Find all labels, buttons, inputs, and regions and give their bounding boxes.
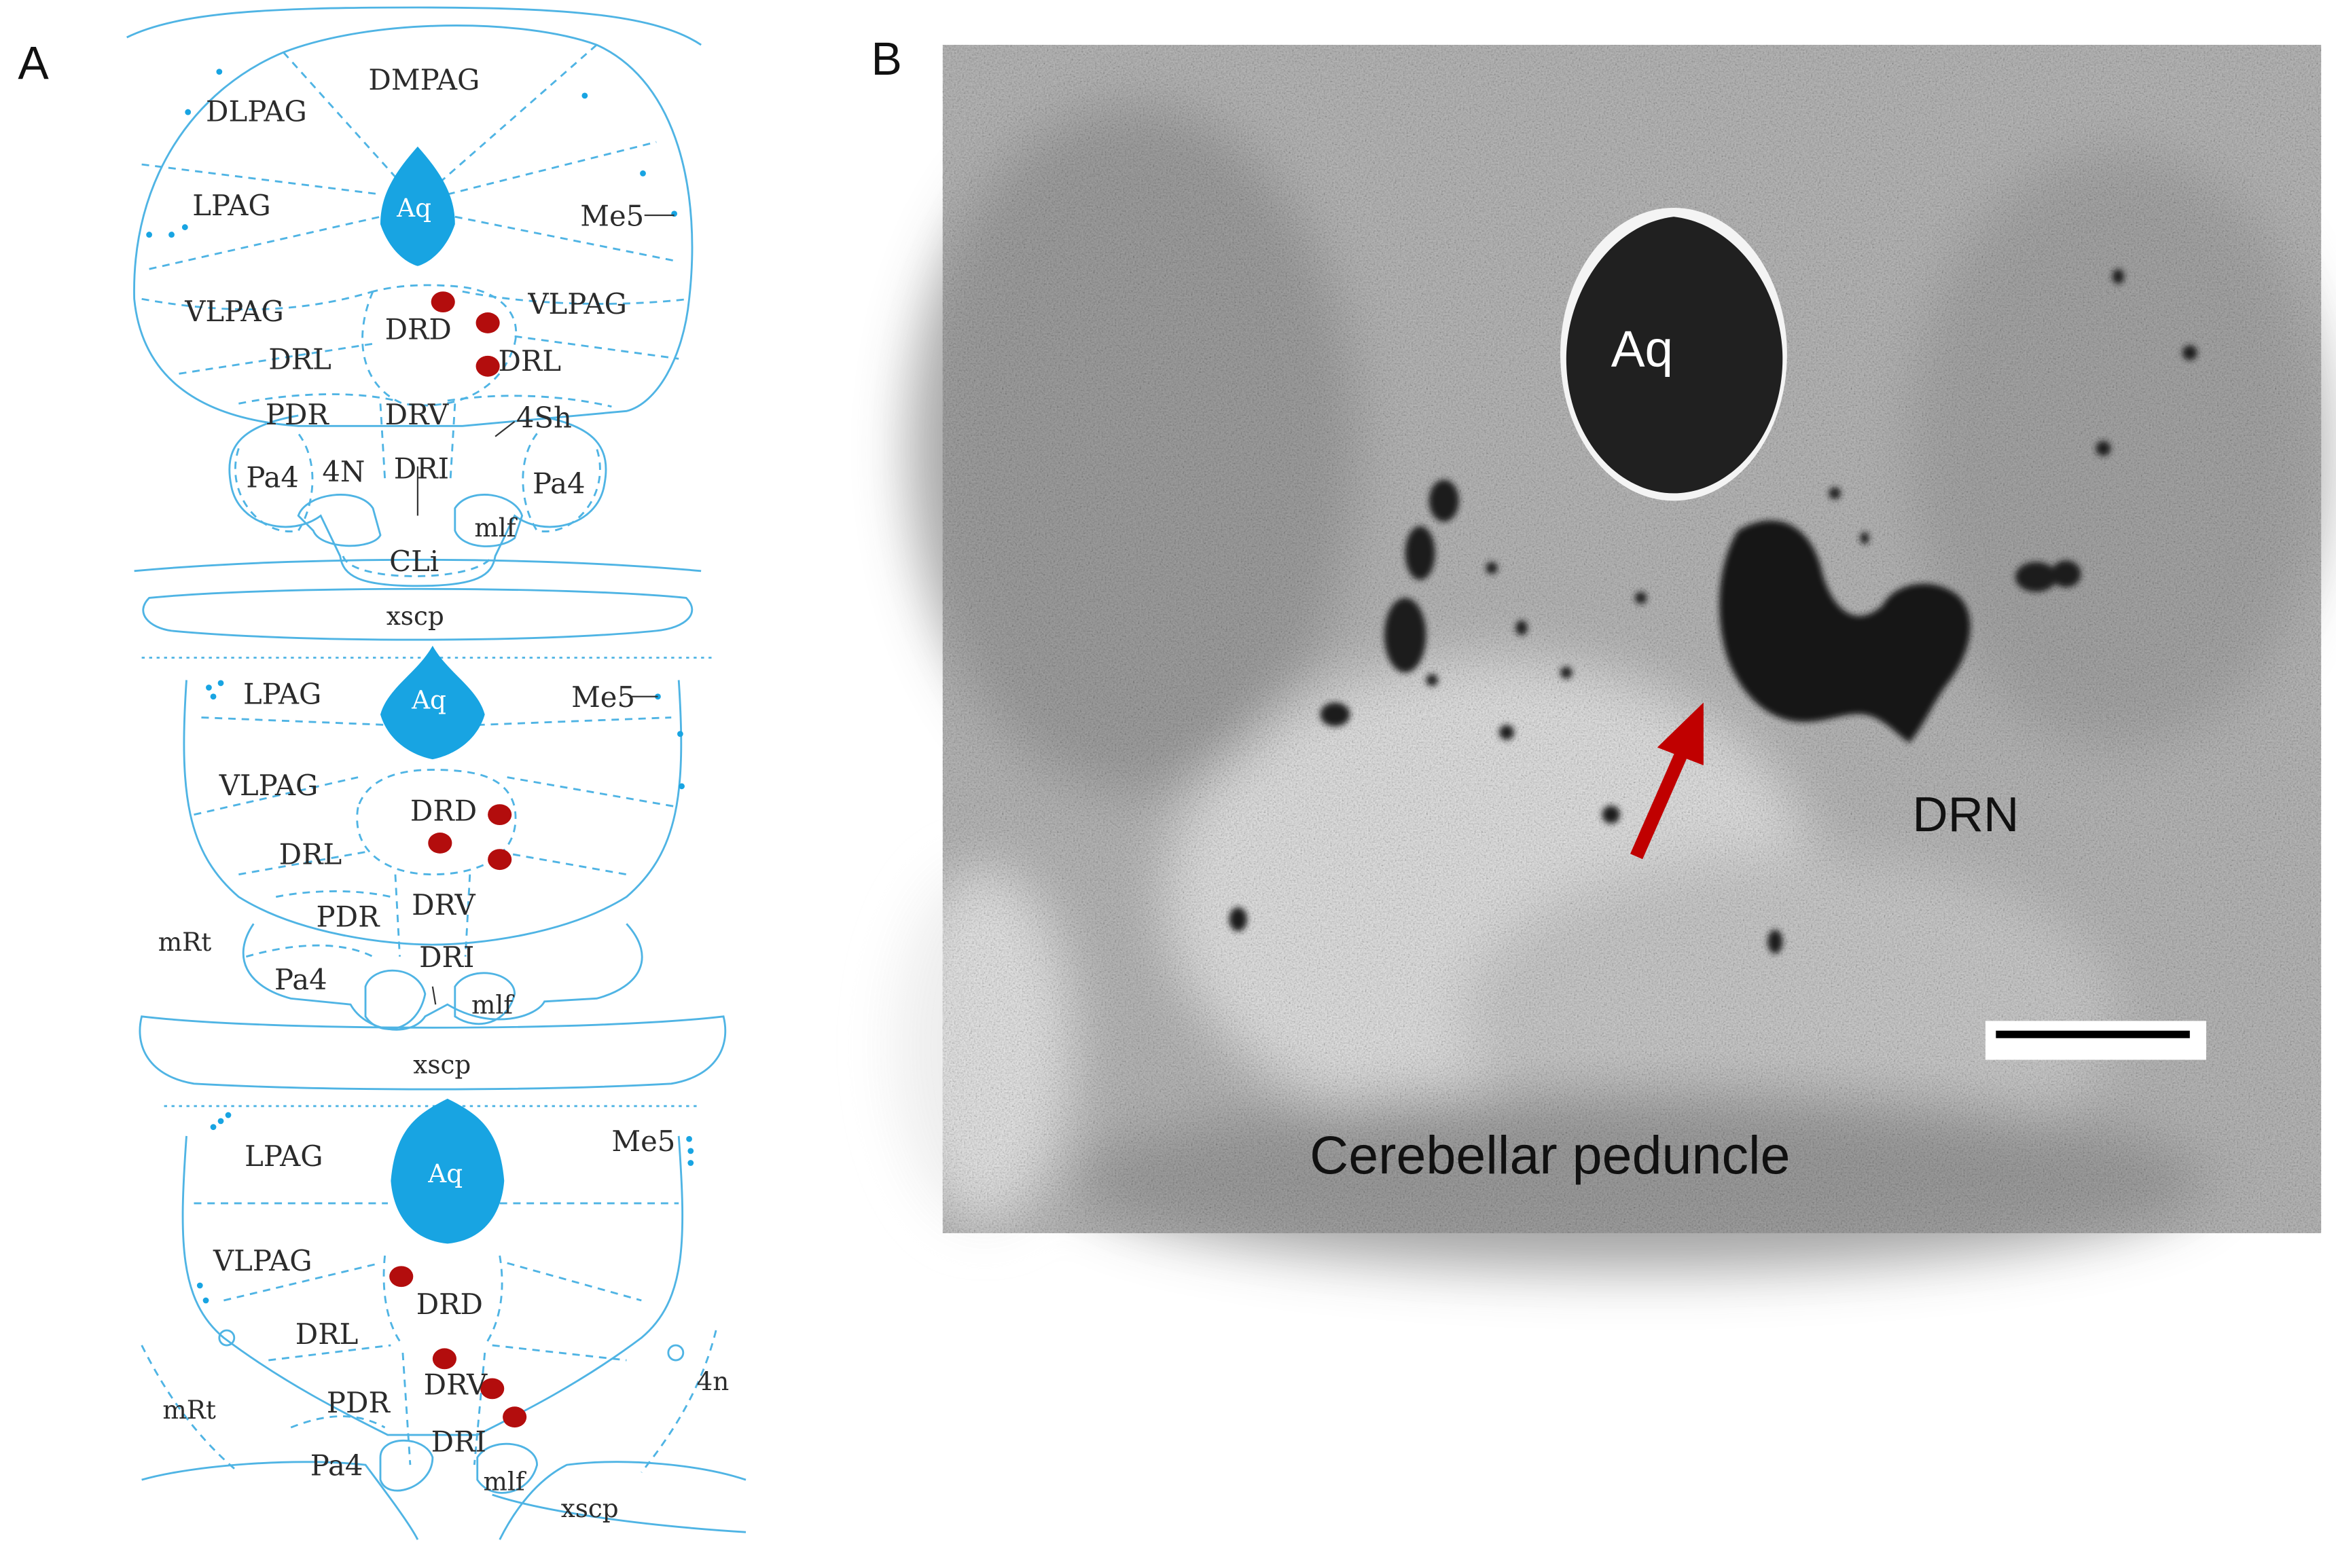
label-vlpag-right: VLPAG	[527, 287, 627, 321]
label-lpag: LPAG	[192, 189, 270, 222]
drn-stain	[1719, 520, 1971, 743]
atlas-small-dots	[146, 69, 694, 1304]
label-me5: Me5	[580, 199, 644, 232]
label-mlf: mlf	[484, 1466, 527, 1496]
aqueduct-shape-2	[380, 645, 485, 760]
injection-marker	[503, 1406, 527, 1428]
label-drl-right: DRL	[498, 344, 561, 378]
label-pdr: PDR	[327, 1386, 391, 1419]
injection-marker	[480, 1378, 505, 1400]
aqueduct-shape-1	[380, 146, 455, 266]
label-aq: Aq	[411, 685, 446, 714]
injection-marker	[389, 1266, 414, 1288]
label-dmpag: DMPAG	[368, 63, 480, 96]
scale-bar-bg	[1985, 1021, 2206, 1060]
label-dri: DRI	[431, 1425, 486, 1458]
label-drv: DRV	[424, 1368, 488, 1402]
label-pdr: PDR	[266, 398, 329, 431]
panel-a-letter: A	[18, 38, 49, 90]
atlas-panel	[126, 6, 747, 1540]
label-aq: Aq	[396, 193, 431, 223]
photo-label-aq: Aq	[1611, 320, 1673, 377]
label-4n: 4N	[322, 455, 365, 488]
injection-marker	[432, 1348, 456, 1370]
injection-marker	[475, 312, 500, 333]
label-mrt: mRt	[162, 1395, 215, 1425]
label-4sh: 4Sh	[516, 401, 572, 434]
label-vlpag: VLPAG	[213, 1244, 312, 1277]
label-drv: DRV	[385, 398, 449, 431]
label-drd: DRD	[385, 313, 452, 346]
label-pa4-right: Pa4	[533, 467, 586, 500]
label-pdr: PDR	[317, 900, 380, 934]
red-arrow	[1630, 702, 1704, 860]
label-me5: Me5	[571, 680, 635, 714]
injection-marker	[488, 804, 512, 826]
label-vlpag-left: VLPAG	[184, 295, 284, 328]
label-mlf: mlf	[471, 989, 515, 1019]
photo-label-cerebellar-peduncle: Cerebellar peduncle	[1310, 1125, 1790, 1185]
label-lpag: LPAG	[243, 678, 321, 711]
label-dlpag: DLPAG	[206, 94, 307, 128]
injection-marker	[475, 355, 500, 377]
panel-b-letter: B	[871, 33, 901, 85]
label-pa4: Pa4	[310, 1448, 363, 1482]
label-drv: DRV	[412, 888, 475, 922]
label-drl: DRL	[295, 1317, 359, 1351]
label-mrt: mRt	[158, 927, 211, 957]
label-dri: DRI	[394, 452, 449, 485]
label-aq: Aq	[427, 1159, 463, 1188]
label-lpag: LPAG	[245, 1139, 323, 1173]
atlas-section-1	[126, 6, 702, 641]
label-me5: Me5	[611, 1125, 675, 1158]
label-xscp: xscp	[561, 1493, 619, 1523]
atlas-section-1-dashes	[141, 43, 689, 577]
label-xscp: xscp	[387, 601, 444, 631]
atlas-section-3-dashes	[141, 1202, 717, 1474]
label-pa4-left: Pa4	[246, 461, 299, 494]
photo-label-drn: DRN	[1912, 787, 2019, 842]
label-xscp: xscp	[413, 1049, 471, 1079]
injection-marker	[488, 849, 512, 871]
injection-marker	[431, 291, 455, 313]
atlas-section-2	[139, 657, 727, 1091]
label-mlf: mlf	[474, 513, 518, 543]
injection-markers	[389, 291, 527, 1428]
label-vlpag: VLPAG	[219, 769, 319, 802]
label-cli: CLi	[389, 545, 439, 578]
atlas-section-3	[141, 1105, 747, 1540]
atlas-section-2-dashes	[194, 716, 679, 958]
histology-photo: Aq DRN Cerebellar peduncle	[895, 45, 2327, 1271]
label-drd: DRD	[416, 1288, 483, 1321]
label-drl-left: DRL	[268, 343, 331, 376]
injection-marker	[428, 833, 452, 854]
label-4n: 4n	[697, 1366, 730, 1396]
label-pa4: Pa4	[274, 963, 327, 996]
atlas-aqueducts	[380, 146, 505, 1244]
label-drl: DRL	[279, 837, 342, 871]
aqueduct-shape-3	[391, 1098, 505, 1244]
label-dri: DRI	[419, 941, 474, 974]
label-drd: DRD	[410, 794, 477, 827]
